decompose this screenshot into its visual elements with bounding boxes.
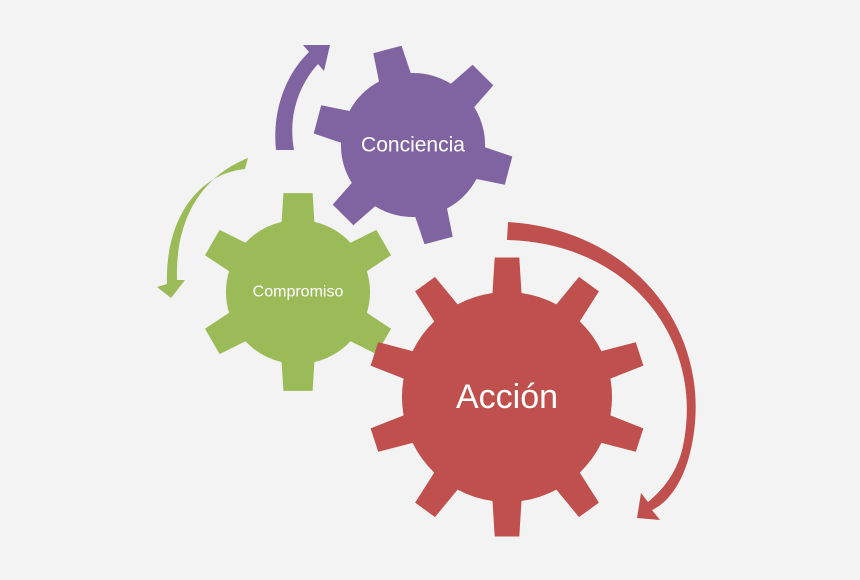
gear-conciencia: Conciencia — [313, 45, 513, 245]
gear-conciencia-shape — [313, 45, 513, 245]
gear-compromiso: Compromiso — [205, 193, 391, 391]
gear-accion-label: Acción — [456, 378, 558, 416]
gear-compromiso-shape — [205, 193, 391, 391]
red-arrow — [507, 222, 696, 520]
arrows-layer — [157, 45, 696, 520]
gear-accion-shape — [370, 257, 644, 537]
gear-accion: Acción — [370, 257, 644, 537]
purple-arrow — [275, 45, 330, 150]
gear-compromiso-label: Compromiso — [253, 284, 344, 301]
gear-conciencia-label: Conciencia — [361, 134, 465, 157]
